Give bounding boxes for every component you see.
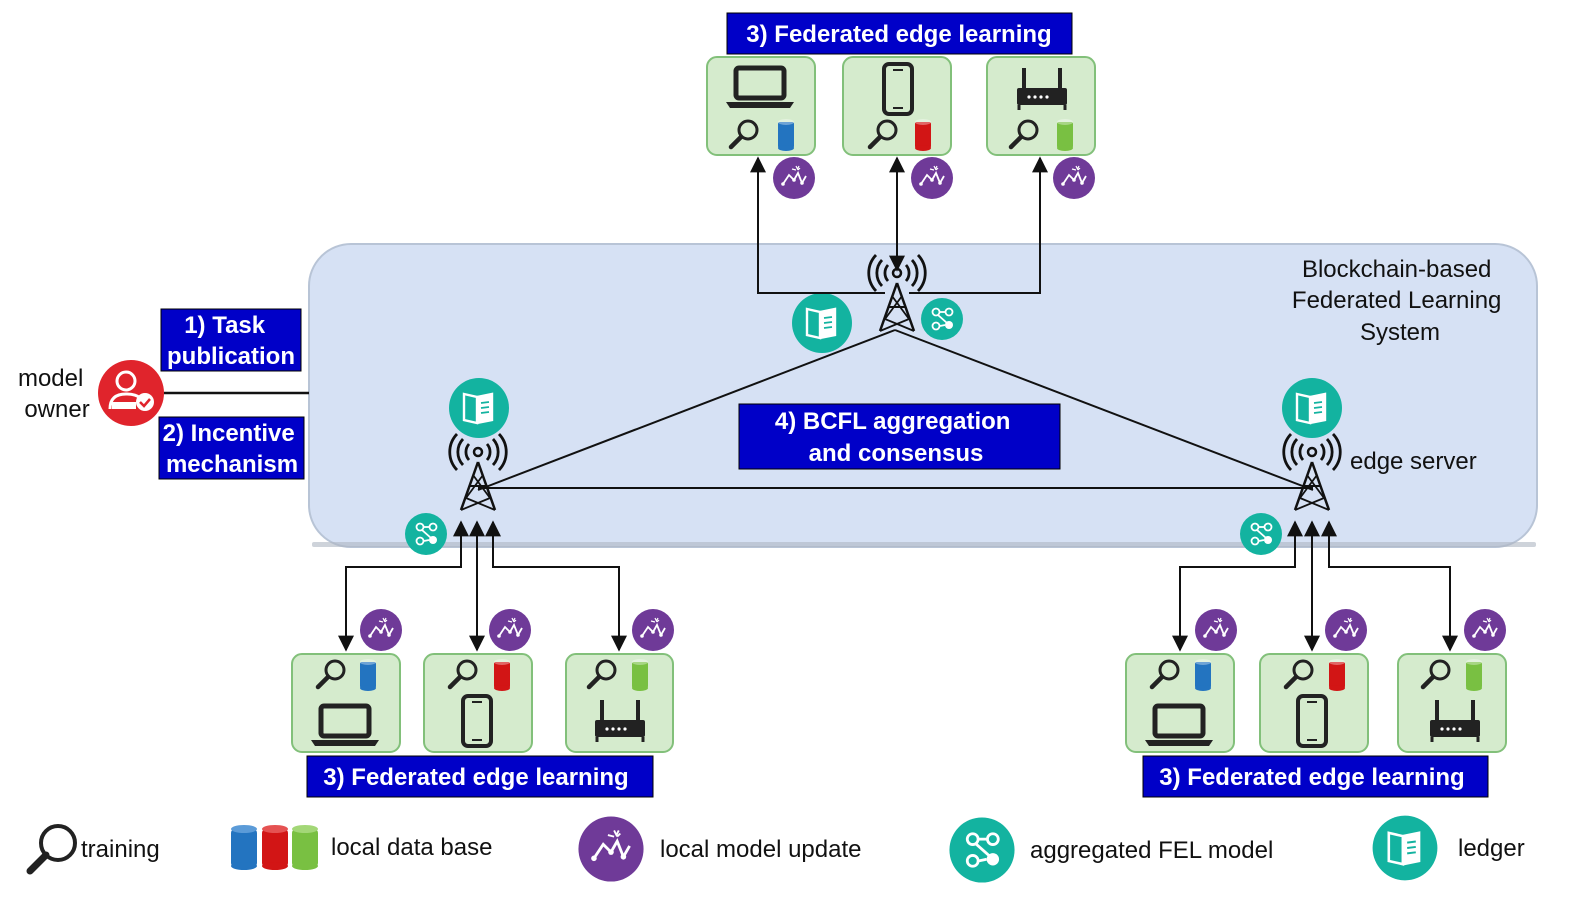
device-left-router <box>565 653 674 753</box>
local-update-right-3-icon <box>1463 608 1507 652</box>
link-top-right <box>894 329 1314 491</box>
database-blue-icon <box>1195 659 1211 691</box>
ledger-right-icon <box>1280 376 1344 440</box>
aggregation-label-line-2: and consensus <box>809 440 984 467</box>
ledger-top-icon <box>790 291 854 355</box>
device-left-laptop <box>291 653 401 753</box>
local-update-top-2-icon <box>910 156 954 200</box>
device-right-router <box>1397 653 1507 753</box>
system-title-line-2: Federated Learning <box>1292 287 1501 314</box>
fel-right-label: 3) Federated edge learning <box>1159 764 1464 791</box>
aggregated-model-top-icon <box>920 297 964 341</box>
aggregation-label-line-1: 4) BCFL aggregation <box>775 408 1011 435</box>
local-update-right-1-icon <box>1194 608 1238 652</box>
arrow-left-router <box>485 520 627 652</box>
legend-local-update: local model update <box>577 815 861 883</box>
link-top-left <box>477 329 896 491</box>
fel-left-label: 3) Federated edge learning <box>323 764 628 791</box>
database-red-icon <box>915 119 931 151</box>
arrow-right-router <box>1321 520 1458 652</box>
legend-aggregated-label: aggregated FEL model <box>1030 837 1273 864</box>
legend-aggregated: aggregated FEL model <box>948 816 1273 884</box>
fel-right-label-box <box>1142 755 1489 798</box>
legend: training local data base local model upd… <box>26 814 1525 884</box>
local-update-left-1-icon <box>359 608 403 652</box>
edge-server-label: edge server <box>1350 448 1477 475</box>
fel-left-label-box <box>306 755 654 798</box>
device-right-phone <box>1259 653 1369 753</box>
fel-top-label: 3) Federated edge learning <box>746 21 1051 48</box>
database-red-icon <box>1329 659 1345 691</box>
model-owner-icon <box>98 360 164 426</box>
legend-training-label: training <box>81 836 160 863</box>
legend-ledger: ledger <box>1371 814 1525 882</box>
legend-aggregated-icon <box>948 816 1016 884</box>
legend-local-db: local data base <box>231 825 492 870</box>
database-blue-icon <box>778 119 794 151</box>
aggregation-label: 4) BCFL aggregation and consensus <box>775 408 1017 467</box>
ledger-left-icon <box>447 376 511 440</box>
task-publication-label: 1) Task publication <box>167 312 295 370</box>
arrow-right-laptop <box>1172 520 1303 652</box>
database-green-icon <box>1057 119 1073 151</box>
model-owner-label: model owner <box>18 365 90 423</box>
legend-database-icon <box>231 825 318 870</box>
aggregated-model-left-icon <box>404 512 448 556</box>
arrow-top-laptop <box>750 156 885 294</box>
database-blue-icon <box>360 659 376 691</box>
local-update-left-2-icon <box>488 608 532 652</box>
fel-top-label-box <box>726 12 1073 55</box>
database-red-icon <box>494 659 510 691</box>
device-right-laptop <box>1125 653 1235 753</box>
task-publication-line-2: publication <box>167 343 295 370</box>
incentive-line-2: mechanism <box>166 451 298 478</box>
legend-ledger-icon <box>1371 814 1439 882</box>
model-owner-line-2: owner <box>24 396 89 423</box>
device-top-laptop <box>706 56 816 156</box>
device-top-router <box>986 56 1096 156</box>
aggregated-model-right-icon <box>1239 512 1283 556</box>
local-update-right-2-icon <box>1324 608 1368 652</box>
database-green-icon <box>1466 659 1482 691</box>
system-title: Blockchain-based Federated Learning Syst… <box>1292 256 1508 346</box>
legend-training-icon <box>26 824 77 875</box>
database-green-icon <box>632 659 648 691</box>
incentive-label: 2) Incentive mechanism <box>163 420 302 478</box>
aggregation-label-box <box>738 403 1061 470</box>
incentive-box <box>158 416 305 480</box>
legend-local-update-icon <box>577 815 645 883</box>
arrow-left-laptop <box>338 520 469 652</box>
local-update-left-3-icon <box>631 608 675 652</box>
task-publication-line-1: 1) Task <box>184 312 266 339</box>
device-left-phone <box>423 653 533 753</box>
legend-local-update-label: local model update <box>660 836 861 863</box>
arrow-top-router <box>909 156 1048 294</box>
legend-training: training <box>26 824 160 875</box>
model-owner-line-1: model <box>18 365 83 392</box>
legend-ledger-label: ledger <box>1458 835 1525 862</box>
system-title-line-3: System <box>1360 319 1440 346</box>
device-top-phone <box>842 56 952 156</box>
system-title-line-1: Blockchain-based <box>1302 256 1491 283</box>
incentive-line-1: 2) Incentive <box>163 420 295 447</box>
task-publication-box <box>160 308 302 372</box>
local-update-top-3-icon <box>1052 156 1096 200</box>
legend-local-db-label: local data base <box>331 834 492 861</box>
local-update-top-1-icon <box>772 156 816 200</box>
